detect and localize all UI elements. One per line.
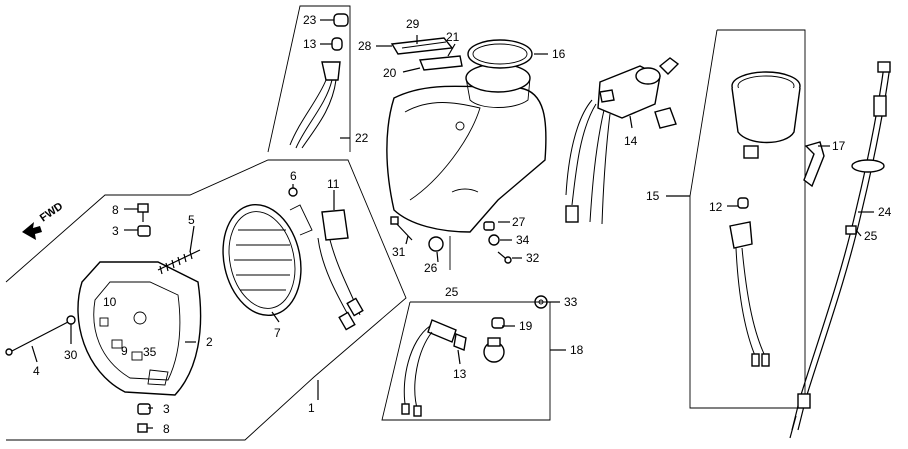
label-part-26: 26 — [424, 261, 438, 275]
part-labels: 1 2 3 3 4 5 6 7 8 8 9 10 11 12 13 13 14 … — [33, 13, 892, 436]
label-part-3b: 3 — [163, 402, 170, 416]
label-part-22: 22 — [355, 131, 369, 145]
label-part-25b: 25 — [864, 229, 878, 243]
nut-3-lower — [137, 403, 151, 415]
label-part-34: 34 — [516, 233, 530, 247]
label-part-8b: 8 — [163, 422, 170, 436]
clip-17 — [803, 141, 825, 188]
label-part-17: 17 — [832, 139, 846, 153]
socket-15 — [729, 221, 770, 367]
label-part-27: 27 — [512, 215, 526, 229]
label-part-7: 7 — [274, 326, 281, 340]
bolt-27 — [483, 221, 495, 231]
label-part-14: 14 — [624, 134, 638, 148]
label-part-18: 18 — [570, 343, 584, 357]
label-part-33: 33 — [564, 295, 578, 309]
headlight-unit — [222, 203, 364, 331]
label-part-4: 4 — [33, 364, 40, 378]
label-part-24: 24 — [878, 205, 892, 219]
label-part-21: 21 — [446, 30, 460, 44]
label-part-9: 9 — [121, 344, 128, 358]
washer-34 — [488, 234, 500, 246]
label-part-28: 28 — [358, 39, 372, 53]
socket-22 — [289, 61, 341, 149]
label-part-3a: 3 — [112, 224, 119, 238]
label-part-20: 20 — [383, 66, 397, 80]
bulb-13-upper — [331, 37, 343, 51]
group-15-border — [689, 29, 806, 409]
arrow-left-icon — [22, 222, 42, 240]
group-18-border — [381, 301, 551, 421]
nut-3-upper — [137, 225, 151, 237]
decal-set — [390, 37, 463, 71]
group-22-border — [267, 5, 351, 153]
headlight-case — [77, 261, 202, 396]
label-part-32: 32 — [526, 251, 540, 265]
label-part-12: 12 — [709, 200, 723, 214]
headlight-housing — [386, 63, 547, 233]
grommet-26 — [428, 236, 444, 252]
socket-18 — [401, 319, 457, 417]
label-part-11: 11 — [327, 177, 340, 191]
screw-8-upper — [137, 203, 149, 222]
headlight-group-border — [5, 159, 407, 441]
bolt-32 — [497, 251, 512, 264]
label-part-23: 23 — [303, 13, 317, 27]
spring-5 — [157, 249, 201, 275]
bulb-23 — [333, 13, 349, 27]
screw-4 — [5, 321, 69, 356]
label-part-13a: 13 — [303, 37, 317, 51]
bulb-13-lower — [453, 333, 467, 351]
bulb-19 — [483, 317, 505, 363]
label-part-6: 6 — [290, 169, 297, 183]
ignition-switch — [565, 57, 680, 225]
bolt-31 — [390, 216, 413, 241]
ring-16 — [467, 39, 533, 69]
fwd-indicator: FWD — [22, 200, 65, 240]
label-part-13b: 13 — [453, 367, 467, 381]
screw-8-lower — [137, 423, 148, 433]
label-part-8a: 8 — [112, 203, 119, 217]
label-part-35: 35 — [143, 345, 157, 359]
leader-lines — [31, 19, 874, 429]
label-part-19: 19 — [519, 319, 533, 333]
label-part-25a: 25 — [445, 285, 459, 299]
label-part-1: 1 — [308, 401, 315, 415]
bulb-12 — [737, 197, 749, 209]
label-part-2: 2 — [206, 335, 213, 349]
washer-30 — [66, 315, 76, 325]
label-part-5: 5 — [188, 213, 195, 227]
label-part-30: 30 — [64, 348, 78, 362]
speedometer — [731, 71, 801, 159]
label-part-31: 31 — [392, 245, 406, 259]
fwd-label: FWD — [38, 200, 65, 224]
label-part-16: 16 — [552, 47, 566, 61]
label-part-29: 29 — [406, 17, 420, 31]
label-part-15: 15 — [646, 189, 660, 203]
label-part-10: 10 — [103, 295, 117, 309]
nut-6 — [288, 187, 298, 197]
